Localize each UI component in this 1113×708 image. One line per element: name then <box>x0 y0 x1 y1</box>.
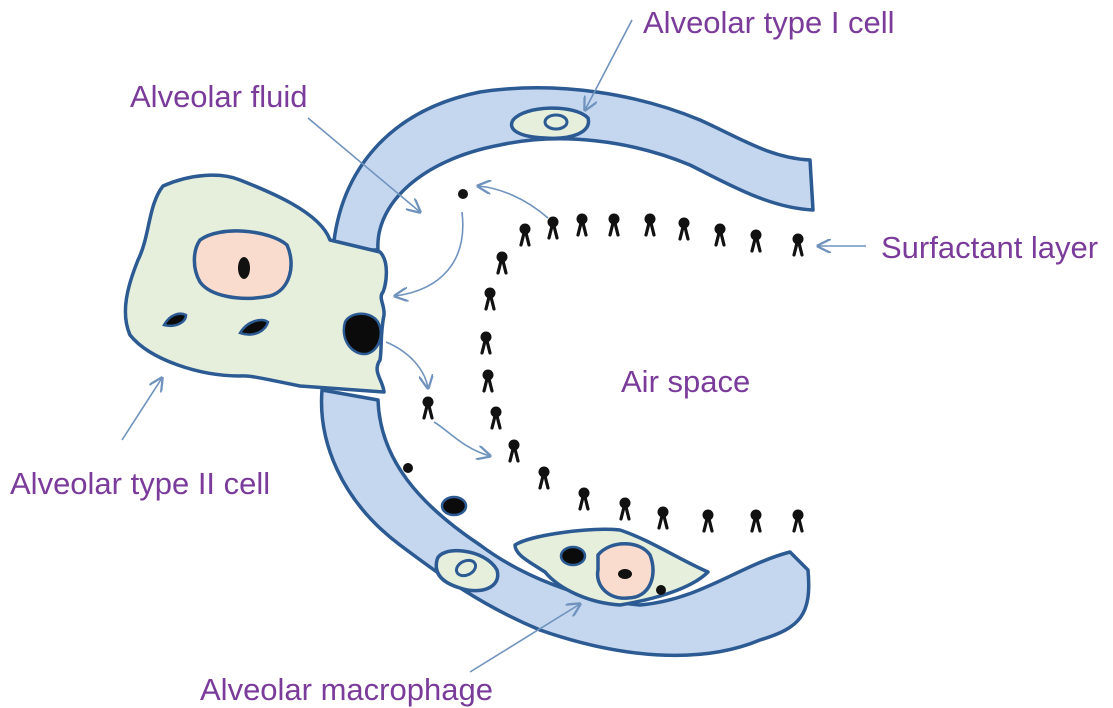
macrophage-vesicle <box>561 547 585 565</box>
macrophage-granule <box>656 585 666 595</box>
arrow-uptake <box>395 212 463 296</box>
label-macrophage: Alveolar macrophage <box>200 672 493 707</box>
label-alveolar-fluid: Alveolar fluid <box>130 79 307 114</box>
macrophage-nucleolus <box>618 569 632 579</box>
lamellar-body <box>344 314 381 354</box>
type2-nucleolus <box>238 257 250 279</box>
arrow-type2 <box>122 378 162 440</box>
label-surfactant-layer: Surfactant layer <box>881 230 1098 265</box>
arrow-secretion <box>386 342 428 388</box>
label-type1-cell: Alveolar type I cell <box>643 5 895 40</box>
fluid-particle-left <box>403 463 413 473</box>
arrow-spread <box>434 422 490 456</box>
arrow-recycle-top <box>478 186 548 218</box>
fluid-vesicle <box>442 497 466 515</box>
fluid-particle-top <box>458 189 468 199</box>
label-air-space: Air space <box>621 364 750 399</box>
type1-cell-nucleus-top <box>512 108 589 138</box>
label-type2-cell: Alveolar type II cell <box>10 466 270 501</box>
alveolar-wall-lower <box>322 390 809 655</box>
